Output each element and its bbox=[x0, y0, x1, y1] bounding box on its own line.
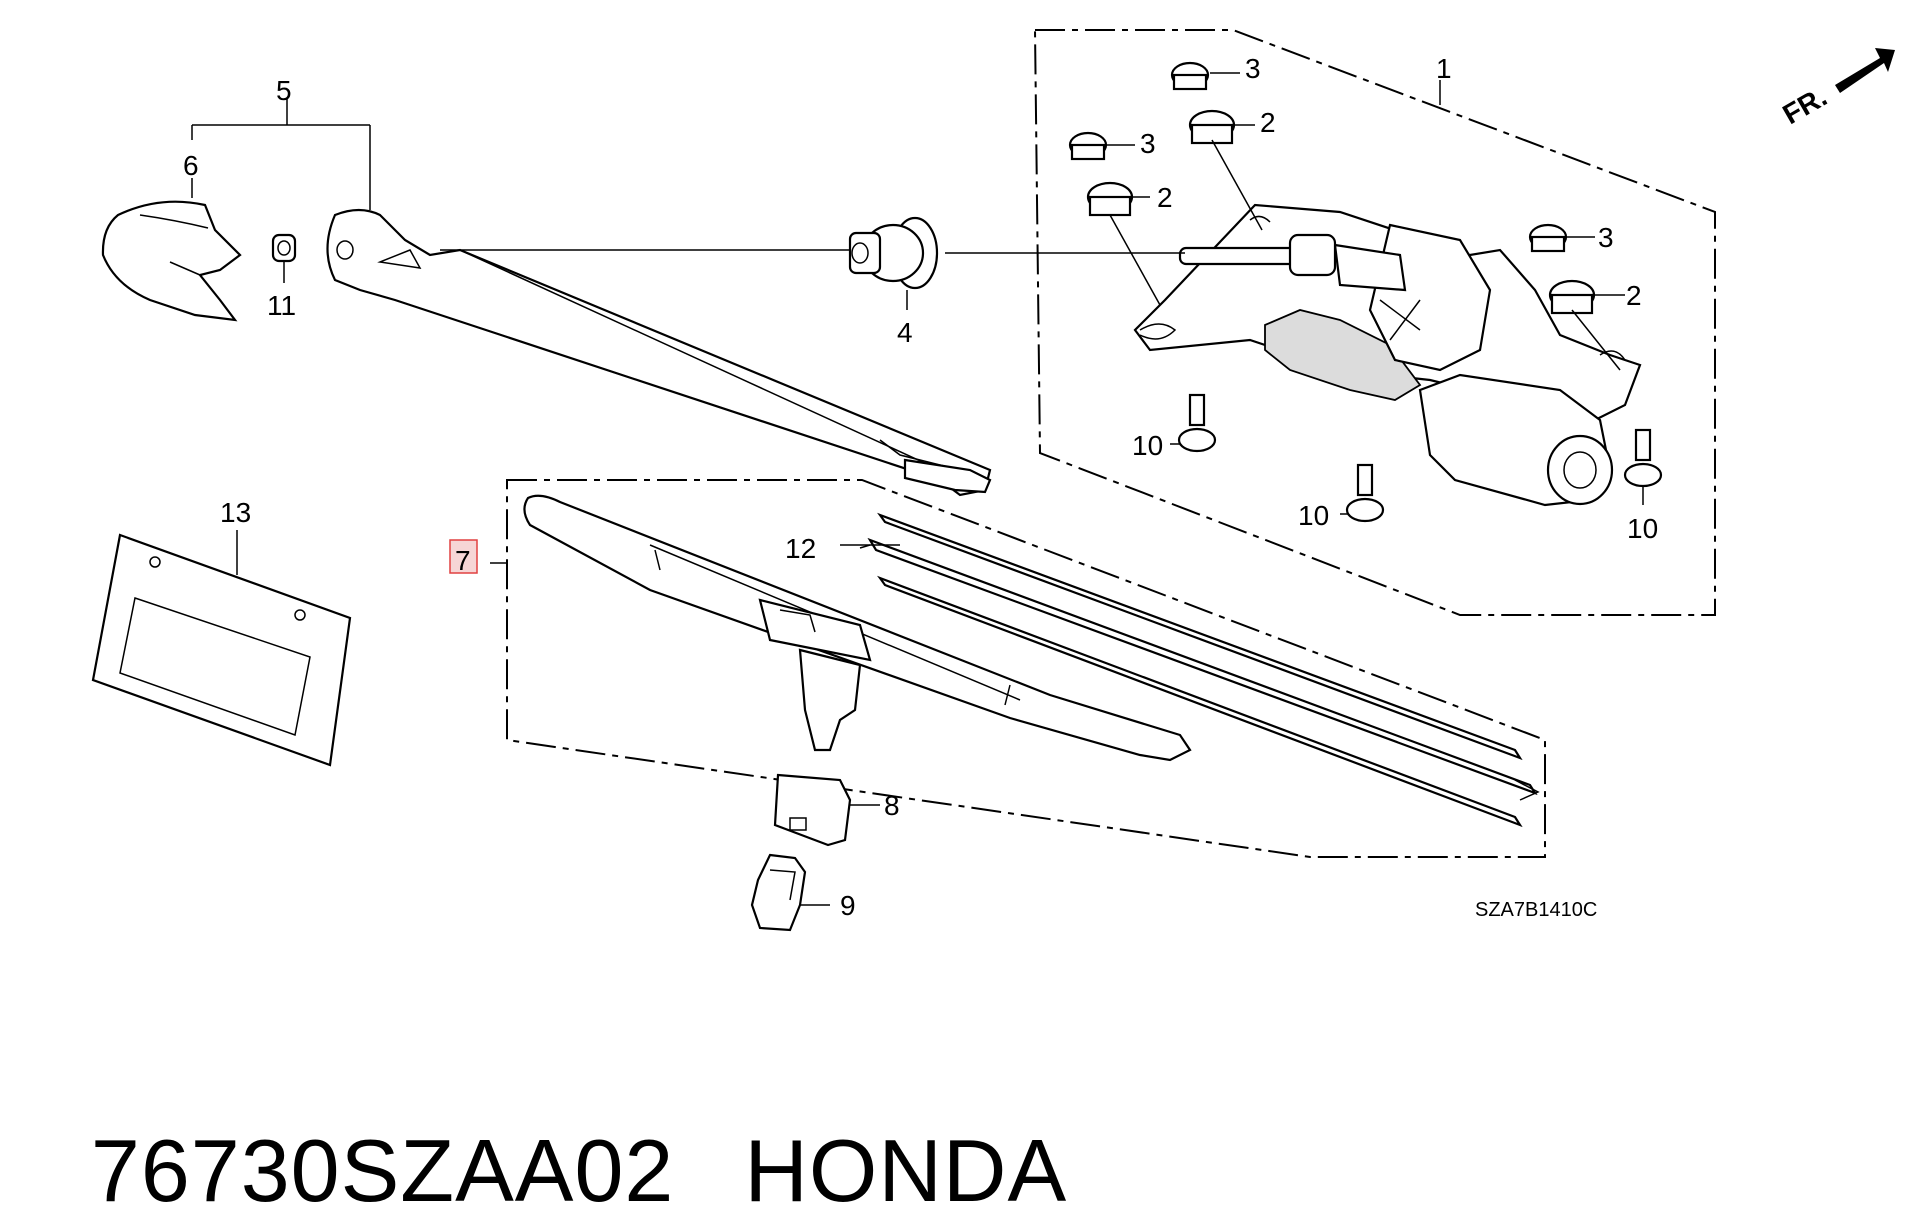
part-number: 76730SZAA02 bbox=[90, 1121, 675, 1220]
motor-group-outline bbox=[1033, 29, 1716, 616]
refill-strips-drawing bbox=[859, 512, 1540, 828]
front-direction-label: FR. bbox=[1778, 81, 1833, 130]
callout-6: 6 bbox=[183, 150, 199, 181]
callout-2a: 2 bbox=[1260, 107, 1276, 138]
drawing-code: SZA7B1410C bbox=[1475, 899, 1597, 921]
callout-10a: 10 bbox=[1132, 430, 1163, 461]
pivot-cap-drawing bbox=[848, 216, 939, 290]
product-caption: 76730SZAA02 HONDA bbox=[40, 1018, 1067, 1222]
callout-3b: 3 bbox=[1140, 128, 1156, 159]
bolt-drawings bbox=[1177, 393, 1663, 523]
callout-5: 5 bbox=[276, 75, 292, 106]
callout-7: 7 bbox=[455, 545, 471, 576]
wiper-arm-drawing bbox=[101, 200, 992, 497]
clip-drawings bbox=[750, 773, 880, 932]
callout-7-highlight bbox=[449, 539, 478, 574]
callout-10c: 10 bbox=[1627, 513, 1658, 544]
plate-holder-drawing bbox=[91, 530, 352, 767]
brand-name: HONDA bbox=[744, 1121, 1068, 1220]
callout-3c: 3 bbox=[1598, 222, 1614, 253]
callout-11: 11 bbox=[267, 290, 296, 321]
callout-3a: 3 bbox=[1245, 53, 1261, 84]
front-direction-arrow-icon: FR. bbox=[1778, 48, 1895, 130]
blade-group-outline bbox=[506, 479, 1546, 858]
callout-4: 4 bbox=[897, 317, 913, 348]
wiper-blade-drawing bbox=[523, 494, 1192, 762]
callout-10b: 10 bbox=[1298, 500, 1329, 531]
callout-2b: 2 bbox=[1157, 182, 1173, 213]
callout-13: 13 bbox=[220, 497, 251, 528]
callout-12: 12 bbox=[785, 533, 816, 564]
callout-1: 1 bbox=[1436, 53, 1452, 84]
arm-leaders bbox=[191, 98, 1185, 310]
wiper-motor-drawing bbox=[1133, 203, 1642, 507]
callout-2c: 2 bbox=[1626, 280, 1642, 311]
parts-diagram: FR. 1 2 2 2 3 3 3 4 5 6 7 8 9 10 10 10 1… bbox=[91, 29, 1895, 932]
callout-8: 8 bbox=[884, 790, 900, 821]
callout-9: 9 bbox=[840, 890, 856, 921]
motor-leaders bbox=[1106, 72, 1644, 515]
